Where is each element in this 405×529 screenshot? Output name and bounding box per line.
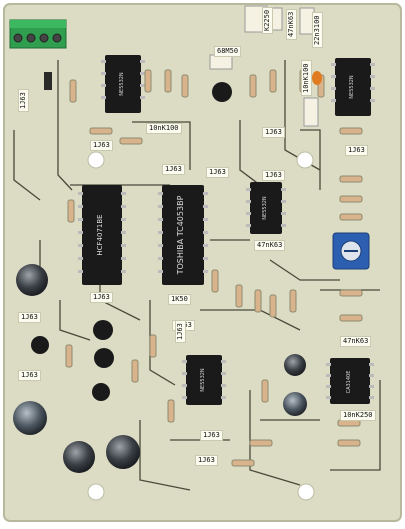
film-capacitors xyxy=(44,5,322,127)
label-22n3100: 22n3100 xyxy=(312,12,323,48)
label-1j63-n: 1J63 xyxy=(195,455,218,466)
label-1j63-i: 1J63 xyxy=(18,312,41,323)
label-1j63-b: 1J63 xyxy=(90,140,113,151)
ic-u6: NE5532N xyxy=(182,355,226,405)
label-10nk100-top: 10nK100 xyxy=(146,123,182,134)
label-1j63-c: 1J63 xyxy=(162,164,185,175)
ic-u1-text: NE5532N xyxy=(119,72,125,96)
label-1j63-a: 1J63 xyxy=(18,89,29,112)
label-1j63-d: 1J63 xyxy=(206,167,229,178)
ic-u4-text: TOSHIBA TC4053BP xyxy=(176,195,185,275)
label-10nk100-side: 10nK100 xyxy=(301,60,312,96)
resistors xyxy=(65,69,363,467)
ic-u7: CA3140E xyxy=(326,358,374,404)
label-47nk63-right: 47nK63 xyxy=(340,336,372,347)
blue-trimmer-potentiometer xyxy=(332,232,370,270)
ic-u5: NE5532N xyxy=(246,182,286,234)
label-68m50: 68M50 xyxy=(214,46,242,57)
electrolytic-capacitors xyxy=(13,264,307,473)
label-47n63: 47nK63 xyxy=(286,8,297,40)
label-1j63-e: 1J63 xyxy=(262,127,285,138)
ic-u2: NE5532N xyxy=(331,58,375,116)
mounting-holes xyxy=(87,151,315,501)
label-k2250: K2250 xyxy=(262,6,273,34)
label-1j63-h: 1J63 xyxy=(90,292,113,303)
label-1j63-l: 1J63 xyxy=(175,320,186,343)
ic-u5-text: NE5532N xyxy=(262,196,268,220)
transistors xyxy=(31,82,232,401)
label-1j63-m: 1J63 xyxy=(200,430,223,441)
label-10nk250: 10nK250 xyxy=(340,410,376,421)
ic-u7-text: CA3140E xyxy=(346,371,352,394)
label-1j63-j: 1J63 xyxy=(18,370,41,381)
ic-u1: NE5532N xyxy=(101,55,145,113)
ic-u3: HCF4071BE xyxy=(78,185,126,285)
label-47nk63-mid: 47nK63 xyxy=(254,240,286,251)
ic-u4: TOSHIBA TC4053BP xyxy=(158,185,208,285)
label-1j63-g: 1J63 xyxy=(262,170,285,181)
label-1k50: 1K50 xyxy=(168,294,191,305)
ic-u2-text: NE5532N xyxy=(349,75,355,99)
green-terminal-block xyxy=(9,19,67,49)
ic-u6-text: NE5532N xyxy=(200,368,206,392)
label-1j63-f: 1J63 xyxy=(345,145,368,156)
ic-u3-text: HCF4071BE xyxy=(96,214,104,255)
